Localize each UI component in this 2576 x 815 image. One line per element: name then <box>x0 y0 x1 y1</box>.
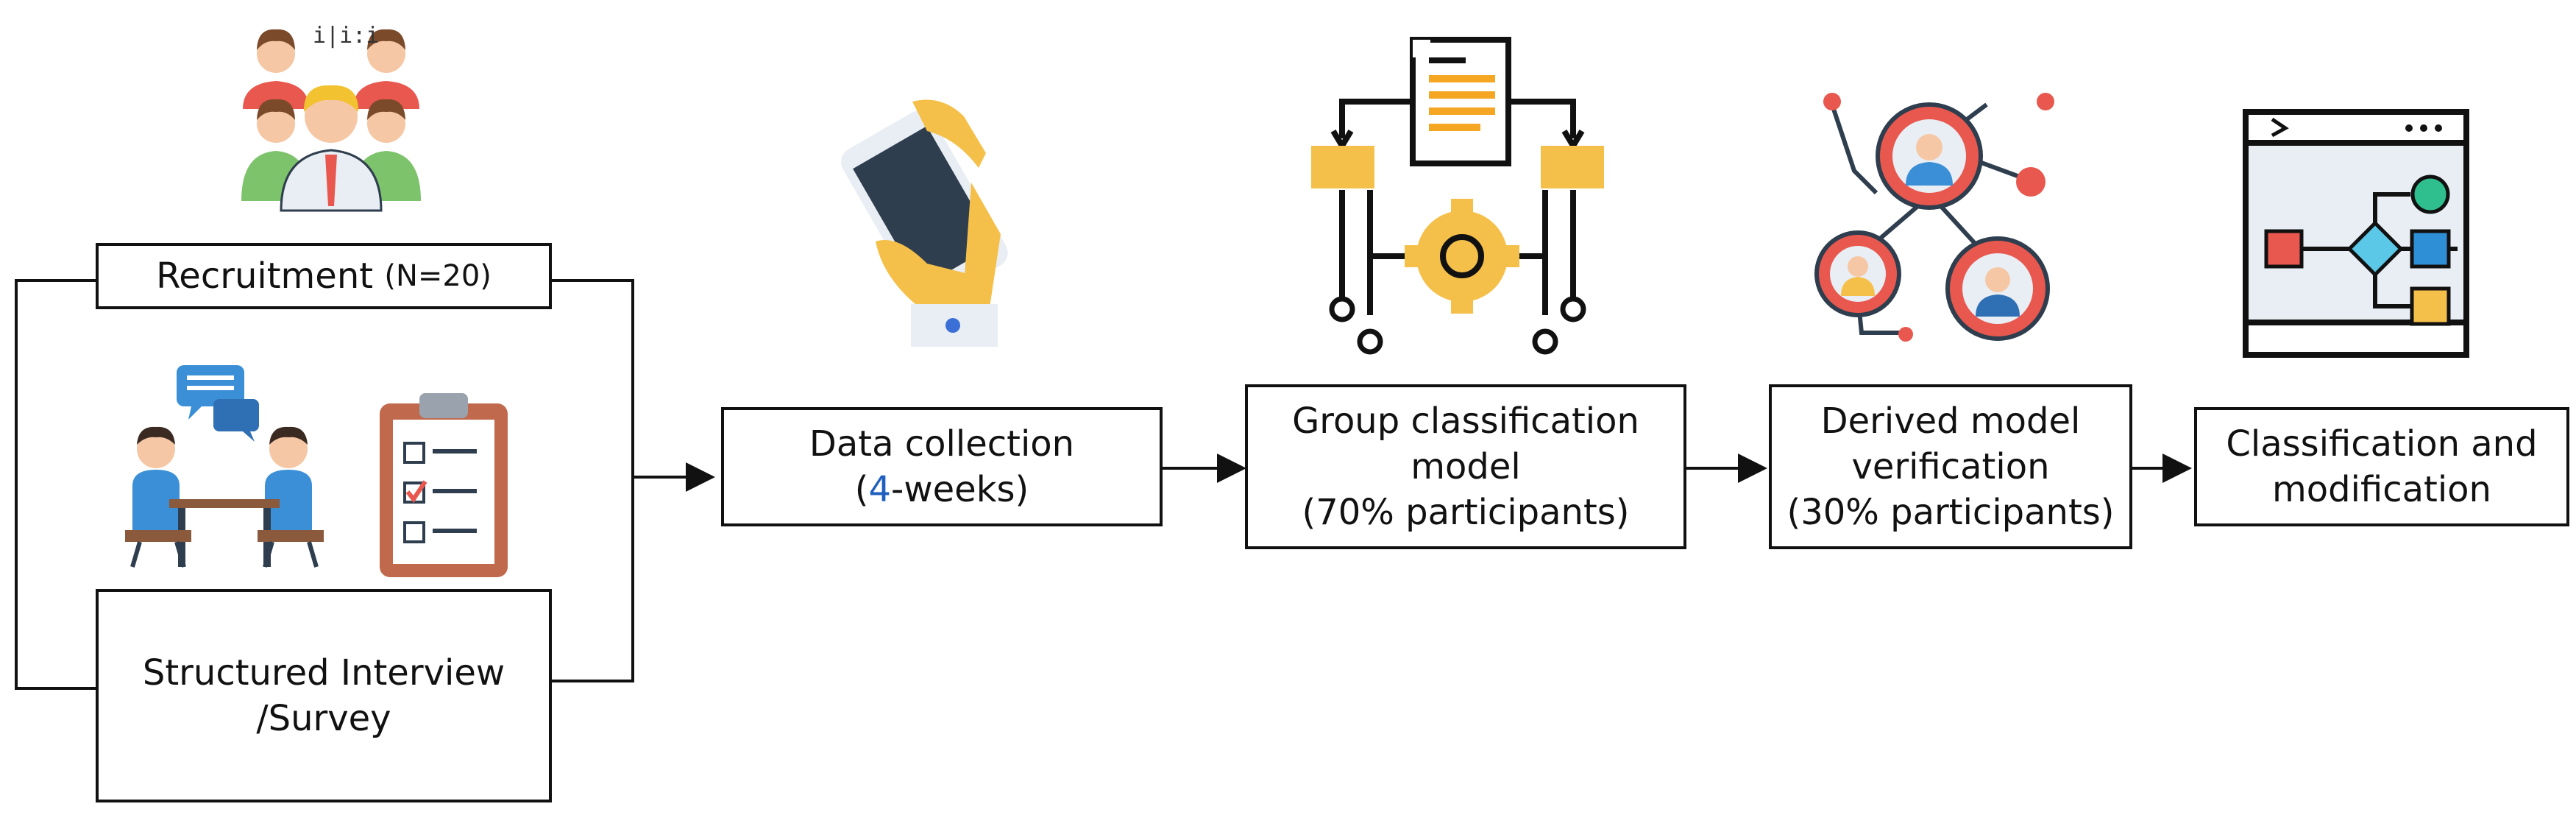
recruitment-count: (N=20) <box>384 259 492 293</box>
flowchart-window-icon <box>2243 109 2469 358</box>
classification-box: Classification and modification <box>2194 407 2569 526</box>
group-model-line1: Group classification <box>1292 401 1639 442</box>
verification-line1: Derived model <box>1820 401 2081 442</box>
weeks-number: 4 <box>868 469 892 510</box>
recruitment-label: Recruitment <box>156 255 374 297</box>
verification-line3: (30% participants) <box>1786 492 2115 533</box>
verification-line2: verification <box>1851 446 2050 487</box>
data-collection-line2: (4-weeks) <box>855 467 1029 512</box>
paren-open: ( <box>854 469 869 510</box>
classification-line2: modification <box>2272 469 2491 510</box>
recruitment-box: Recruitment (N=20) <box>96 243 552 309</box>
weeks-text: -weeks) <box>891 469 1029 510</box>
classification-line1: Classification and <box>2226 423 2538 465</box>
document-process-gear-icon <box>1311 37 1604 355</box>
smartphone-hand-icon <box>841 99 1008 347</box>
group-model-line3: (70% participants) <box>1302 492 1630 533</box>
data-collection-line1: Data collection <box>809 423 1075 465</box>
clipboard-checklist-icon <box>380 393 508 577</box>
people-group-icon: i|i:i <box>241 23 421 212</box>
group-model-box: Group classification model (70% particip… <box>1245 384 1686 549</box>
right-bracket-line <box>550 279 634 682</box>
svg-text:i|i:i: i|i:i <box>313 23 379 49</box>
interview-line2: /Survey <box>256 698 391 739</box>
left-bracket-line <box>15 279 97 690</box>
data-collection-box: Data collection (4-weeks) <box>721 407 1163 526</box>
interview-icon <box>125 365 324 568</box>
group-model-line2: model <box>1411 446 1521 487</box>
network-users-icon <box>1814 93 2054 342</box>
interview-line1: Structured Interview <box>142 652 505 694</box>
interview-box: Structured Interview /Survey <box>96 589 552 802</box>
verification-box: Derived model verification (30% particip… <box>1769 384 2132 549</box>
